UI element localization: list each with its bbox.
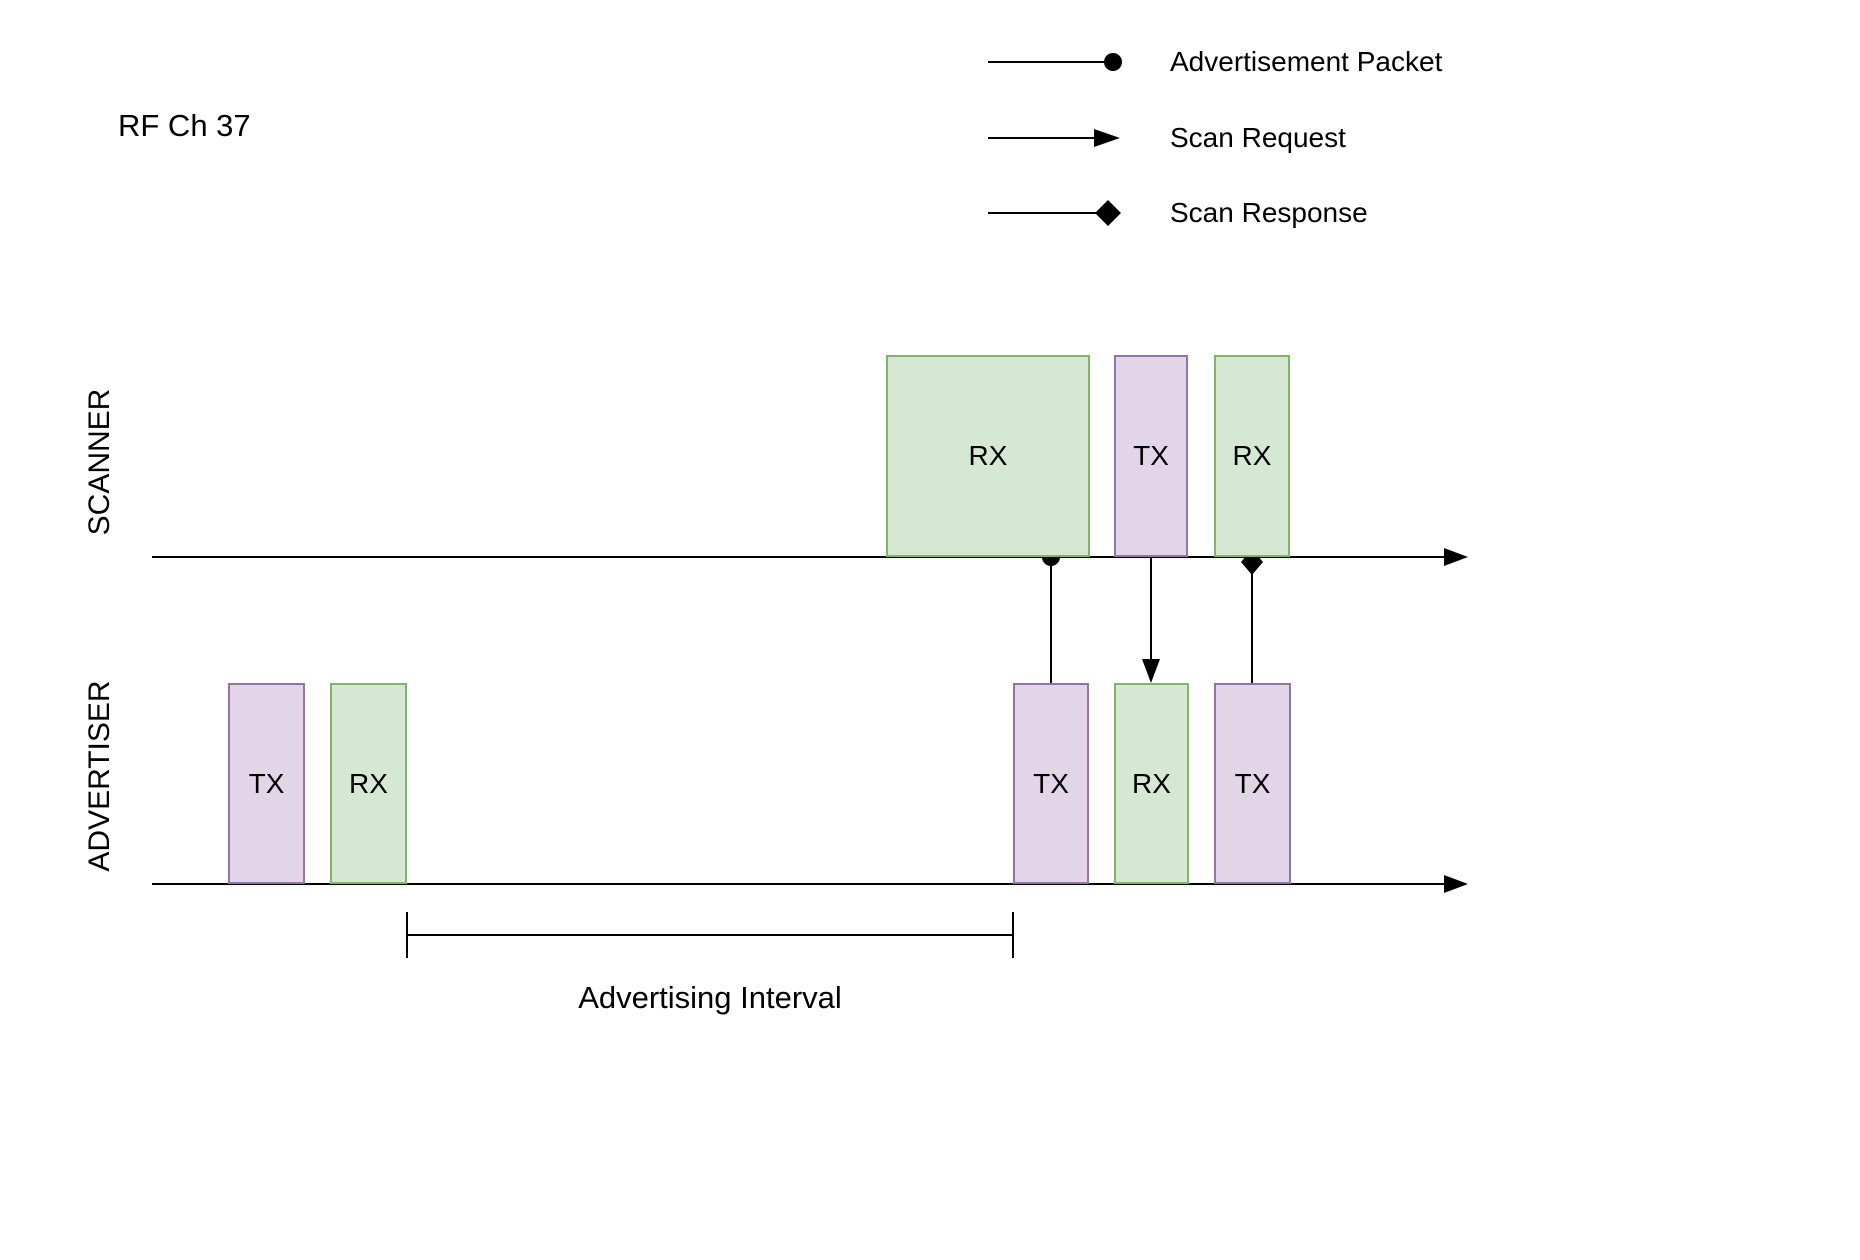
scanner-rx-box-2-label: RX [1232,440,1272,471]
scanner-tx-box: TX [1114,355,1188,557]
advertiser-tx-box-3-label: TX [1234,767,1271,799]
advertiser-rx-box-1-label: RX [349,767,388,799]
scan-request-arrow-icon [1142,659,1160,683]
advertiser-tx-box-1: TX [228,683,305,884]
advertiser-tx-box-1-label: TX [248,767,285,799]
legend-item-scan-response: Scan Response [1170,197,1368,228]
scanner-rx-box-2: RX [1214,355,1290,557]
scanner-timeline-arrow-icon [1444,548,1468,566]
advertiser-timeline-arrow-icon [1444,875,1468,893]
legend-item-scan-request: Scan Request [1170,122,1346,153]
scanner-tx-box-label: TX [1133,440,1169,471]
advertiser-rx-box-2-label: RX [1132,767,1171,799]
advertiser-rx-box-1: RX [330,683,407,884]
advertiser-lane-label: ADVERTISER [83,680,116,872]
scanner-lane-label: SCANNER [83,388,116,536]
advertiser-rx-box-2: RX [1114,683,1189,884]
advertiser-tx-box-2-label: TX [1033,767,1069,799]
rf-channel-label: RF Ch 37 [118,108,251,143]
legend-circle-icon [1104,53,1122,71]
scanner-rx-box-1-label: RX [968,440,1008,471]
advertiser-tx-box-3: TX [1214,683,1291,884]
legend-arrow-icon [1094,129,1120,147]
scanner-rx-box-1: RX [886,355,1090,557]
legend-diamond-icon [1095,200,1121,226]
legend-item-advertisement-packet: Advertisement Packet [1170,46,1443,77]
advertising-interval-label: Advertising Interval [578,980,842,1015]
advertiser-tx-box-2: TX [1013,683,1089,884]
